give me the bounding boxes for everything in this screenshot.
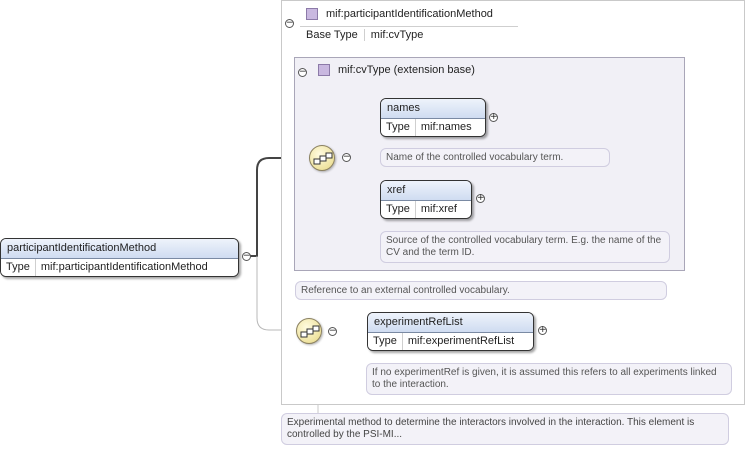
names-element-name: names [381, 99, 485, 119]
complex-type-name: mif:participantIdentificationMethod [326, 8, 493, 20]
complex-type-icon [306, 8, 318, 20]
expand-xref-toggle[interactable]: + [476, 193, 485, 203]
expand-names-toggle[interactable]: + [489, 112, 498, 122]
names-type-value: mif:names [420, 121, 472, 133]
extension-label: mif:cvType (extension base) [338, 64, 475, 76]
extension-type-icon [318, 64, 330, 76]
sequence-compositor-2-icon[interactable] [296, 318, 322, 344]
names-element-box[interactable]: names Type mif:names [380, 98, 486, 137]
collapse-complex-type-toggle[interactable]: − [285, 18, 294, 28]
collapse-root-toggle[interactable]: − [242, 251, 251, 261]
root-type-key: Type [1, 259, 36, 276]
experiment-ref-list-type-key: Type [368, 333, 403, 350]
collapse-extension-toggle[interactable]: − [298, 67, 307, 77]
xref-element-name: xref [381, 181, 471, 201]
collapse-sequence-2-toggle[interactable]: − [328, 326, 337, 336]
collapse-sequence-toggle[interactable]: − [342, 152, 351, 162]
experiment-ref-list-name: experimentRefList [368, 313, 533, 333]
sequence-compositor-icon[interactable] [309, 145, 335, 171]
root-element-box[interactable]: participantIdentificationMethod Type mif… [0, 238, 239, 277]
names-type-key: Type [381, 119, 416, 136]
base-type-key: Base Type [300, 29, 365, 41]
root-documentation: Experimental method to determine the int… [281, 413, 729, 445]
experiment-ref-list-documentation: If no experimentRef is given, it is assu… [366, 363, 732, 395]
experiment-ref-list-element-box[interactable]: experimentRefList Type mif:experimentRef… [367, 312, 534, 351]
expand-experiment-ref-list-toggle[interactable]: + [538, 325, 547, 335]
root-element-name: participantIdentificationMethod [1, 239, 238, 259]
xref-type-value: mif:xref [420, 203, 457, 215]
xref-type-key: Type [381, 201, 416, 218]
complex-type-header: mif:participantIdentificationMethod Base… [286, 4, 518, 44]
experiment-ref-list-type-value: mif:experimentRefList [407, 335, 515, 347]
extension-documentation: Reference to an external controlled voca… [295, 281, 667, 300]
xref-element-box[interactable]: xref Type mif:xref [380, 180, 472, 219]
extension-header: mif:cvType (extension base) [318, 64, 475, 76]
root-type-value: mif:participantIdentificationMethod [40, 261, 208, 273]
base-type-value: mif:cvType [370, 29, 424, 41]
xref-documentation: Source of the controlled vocabulary term… [380, 231, 670, 263]
names-documentation: Name of the controlled vocabulary term. [380, 148, 610, 167]
